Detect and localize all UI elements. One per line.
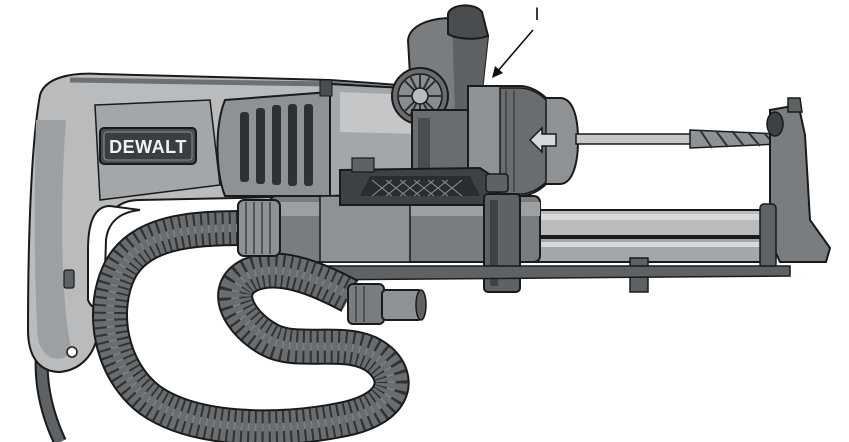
drill-bit xyxy=(575,129,792,149)
motor-housing xyxy=(216,90,331,197)
vacuum-hose xyxy=(92,210,410,442)
lanyard-hole xyxy=(66,346,78,358)
chuck xyxy=(467,85,580,197)
depth-rail xyxy=(309,265,791,281)
mounting-bracket xyxy=(339,157,509,206)
callout-label: I xyxy=(534,5,539,25)
brand-label: DEWALT xyxy=(109,137,187,157)
extraction-tubes xyxy=(519,203,777,269)
hose-cuff-upper xyxy=(237,199,281,257)
callout-arrowhead-icon xyxy=(492,66,503,78)
callout-leader-line xyxy=(496,29,534,73)
cooling-vents xyxy=(240,104,313,186)
hose-end-adapter xyxy=(347,283,427,325)
side-switch xyxy=(63,269,75,289)
callout: I xyxy=(492,5,540,78)
brand-badge: DEWALT xyxy=(99,127,197,165)
release-arrow-icon xyxy=(528,126,557,154)
